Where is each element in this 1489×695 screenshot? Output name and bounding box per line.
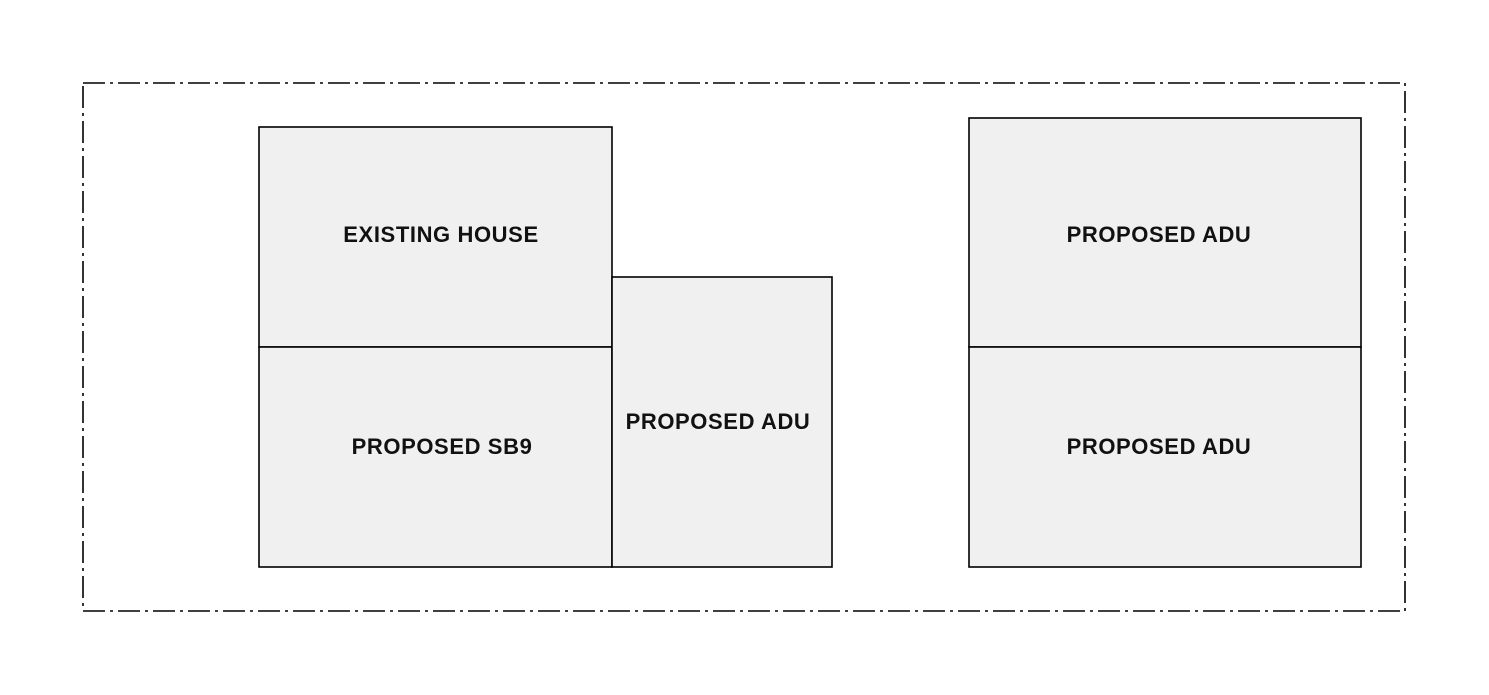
proposed-adu-right-top-block <box>968 117 1362 348</box>
lot-boundary <box>82 82 1406 612</box>
proposed-adu-middle-label: PROPOSED ADU <box>626 409 811 434</box>
proposed-adu-right-bottom-block <box>968 346 1362 568</box>
proposed-adu-middle-block <box>611 276 833 568</box>
proposed-adu-right-bottom-label: PROPOSED ADU <box>1067 434 1252 459</box>
proposed-sb9-label: PROPOSED SB9 <box>352 434 533 459</box>
proposed-adu-right-top-label: PROPOSED ADU <box>1067 222 1252 247</box>
existing-house-label: EXISTING HOUSE <box>343 222 538 247</box>
existing-house-block <box>258 126 613 348</box>
proposed-sb9-block <box>258 346 613 568</box>
